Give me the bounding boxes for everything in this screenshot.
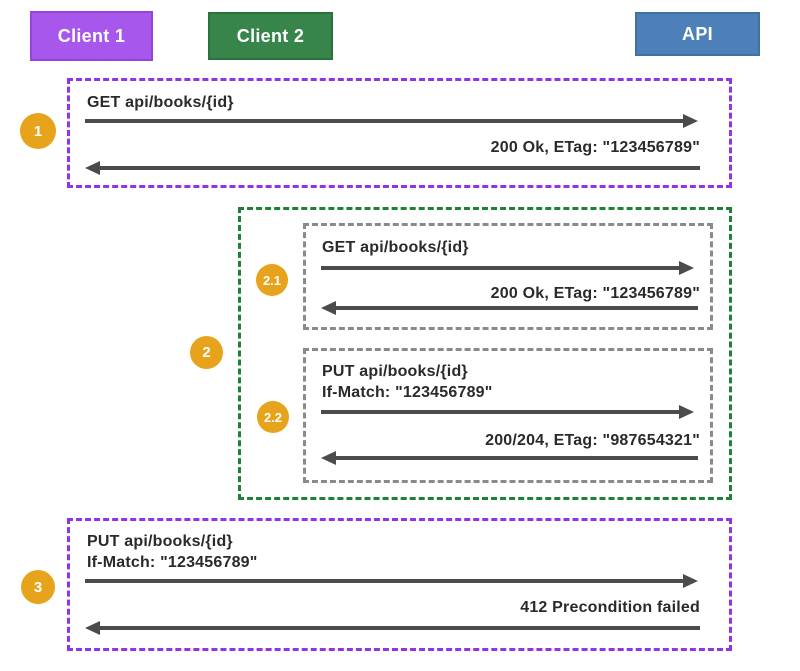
arrow-head xyxy=(321,301,336,315)
arrow-head xyxy=(679,261,694,275)
arrow-head xyxy=(85,621,100,635)
arrow-line xyxy=(100,626,700,630)
arrow-line xyxy=(321,266,679,270)
step2-1-request-label: GET api/books/{id} xyxy=(322,239,469,256)
arrow-left-icon xyxy=(321,301,698,315)
arrow-line xyxy=(85,119,683,123)
arrow-line xyxy=(321,410,679,414)
arrow-line xyxy=(336,456,698,460)
arrow-right-icon xyxy=(85,114,698,128)
arrow-left-icon xyxy=(85,161,700,175)
arrow-head xyxy=(683,574,698,588)
actor-api-label: API xyxy=(682,23,713,44)
step1-response-label: 200 Ok, ETag: "123456789" xyxy=(490,139,700,156)
step2-1-frame xyxy=(303,223,713,330)
step1-request-label: GET api/books/{id} xyxy=(87,94,234,111)
step3-request-header-label: If-Match: "123456789" xyxy=(87,554,258,571)
actor-client2-label: Client 2 xyxy=(236,25,305,46)
step1-frame xyxy=(67,78,732,188)
step3-response-label: 412 Precondition failed xyxy=(520,599,700,616)
arrow-head xyxy=(679,405,694,419)
step2-2-frame xyxy=(303,348,713,483)
arrow-line xyxy=(100,166,700,170)
step3-frame xyxy=(67,518,732,651)
step3-badge: 3 xyxy=(21,570,55,604)
arrow-right-icon xyxy=(321,261,694,275)
step2-2-badge: 2.2 xyxy=(257,401,289,433)
arrow-head xyxy=(321,451,336,465)
actor-client1-label: Client 1 xyxy=(57,25,126,46)
arrow-right-icon xyxy=(321,405,694,419)
step2-2-request-header-label: If-Match: "123456789" xyxy=(322,384,493,401)
arrow-left-icon xyxy=(85,621,700,635)
step2-frame xyxy=(238,207,732,500)
arrow-right-icon xyxy=(85,574,698,588)
arrow-head xyxy=(683,114,698,128)
arrow-line xyxy=(336,306,698,310)
arrow-line xyxy=(85,579,683,583)
actor-api: API xyxy=(635,12,760,56)
actor-client2: Client 2 xyxy=(208,12,333,60)
step2-badge: 2 xyxy=(190,336,223,369)
step2-1-badge: 2.1 xyxy=(256,264,288,296)
step2-1-response-label: 200 Ok, ETag: "123456789" xyxy=(490,285,700,302)
step2-2-request-label: PUT api/books/{id} xyxy=(322,363,468,380)
step3-request-label: PUT api/books/{id} xyxy=(87,533,233,550)
arrow-head xyxy=(85,161,100,175)
step1-badge: 1 xyxy=(20,113,56,149)
step2-2-response-label: 200/204, ETag: "987654321" xyxy=(485,432,700,449)
actor-client1: Client 1 xyxy=(30,11,153,61)
arrow-left-icon xyxy=(321,451,698,465)
